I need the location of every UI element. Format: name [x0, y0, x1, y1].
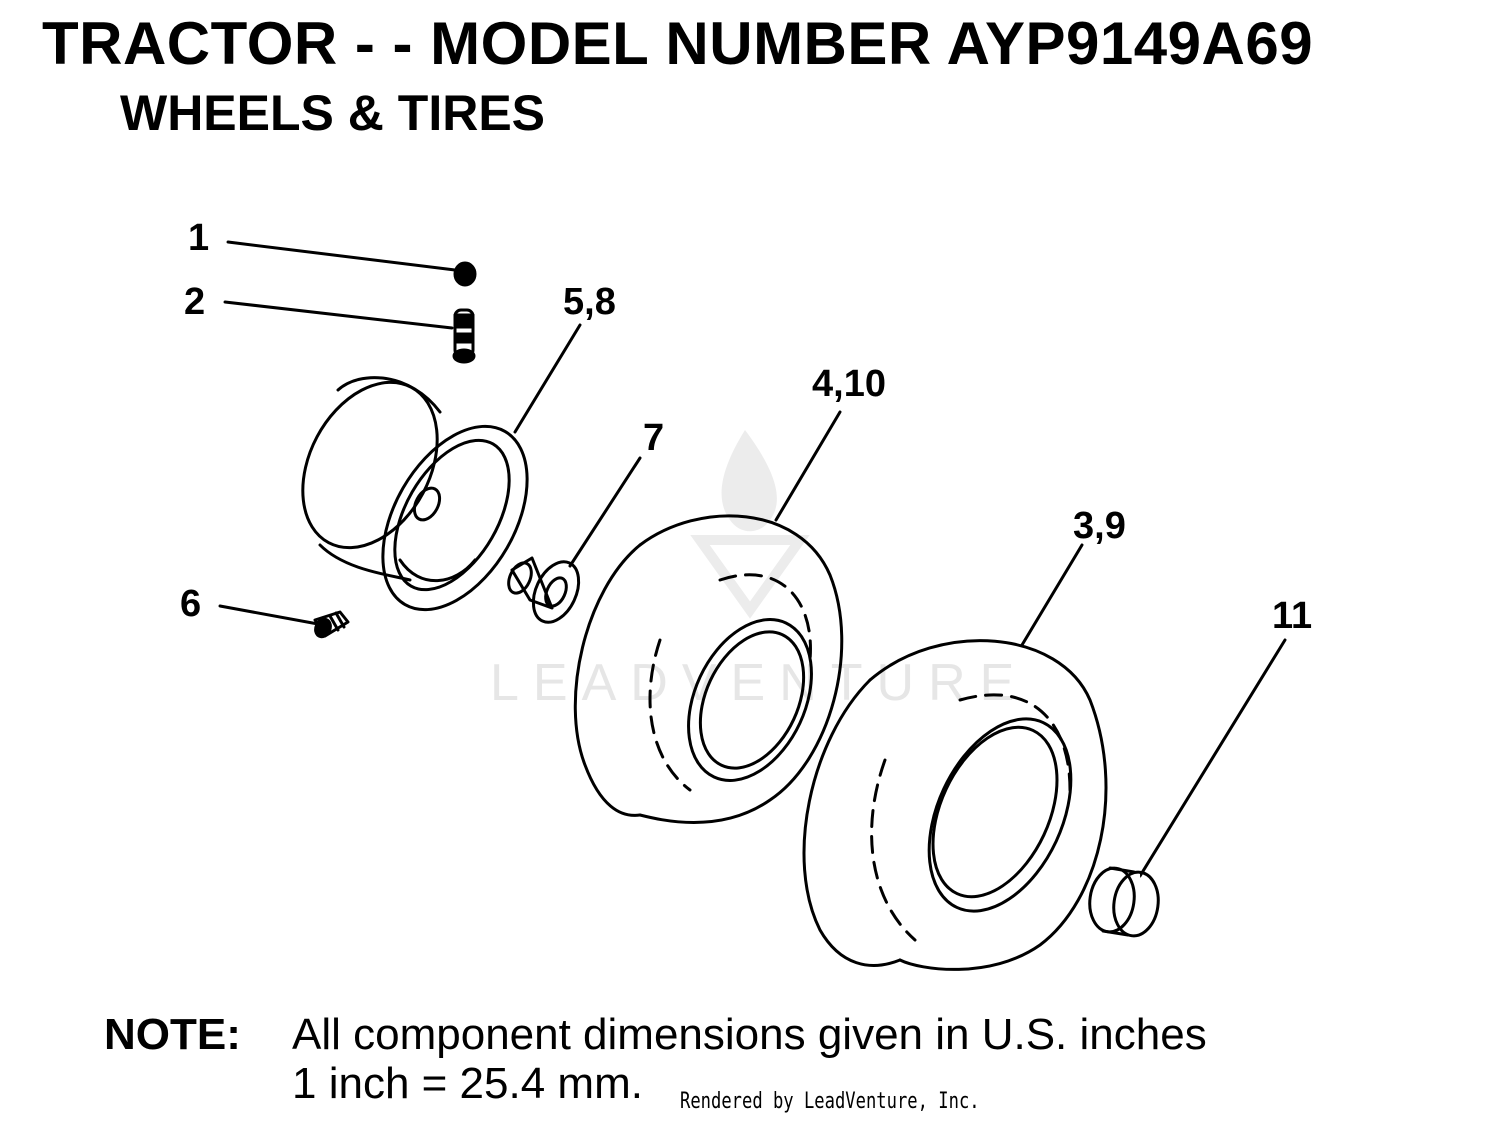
valve-stem-part: [452, 308, 476, 364]
callout-3-9: 3,9: [1073, 505, 1126, 547]
section-subtitle: WHEELS & TIRES: [120, 85, 546, 141]
callout-2: 2: [184, 281, 205, 323]
screw-part: [313, 610, 350, 639]
bushing-part: [507, 556, 581, 624]
watermark-text: LEADVENTURE: [490, 654, 1028, 712]
valve-cap-part: [453, 261, 477, 287]
watermark: LEADVENTURE: [490, 430, 1028, 712]
note-block: NOTE: All component dimensions given in U…: [104, 1010, 1207, 1109]
callout-7: 7: [643, 417, 664, 459]
callout-5-8: 5,8: [563, 281, 616, 323]
note-label: NOTE:: [104, 1010, 241, 1059]
sleeve-part: [1088, 866, 1160, 938]
front-tire-part: [573, 514, 844, 824]
leader-line-58: [513, 323, 582, 434]
callout-11: 11: [1272, 595, 1312, 637]
rendered-by-credit: Rendered by LeadVenture, Inc.: [680, 1089, 980, 1114]
leader-line-6: [218, 604, 320, 626]
leader-line-7: [568, 456, 642, 568]
watermark-flame-icon: [721, 430, 777, 532]
watermark-v-icon: [690, 535, 810, 619]
leader-line-410: [774, 410, 842, 522]
rear-tire-part: [802, 639, 1108, 971]
callout-4-10: 4,10: [812, 363, 886, 405]
leader-line-39: [1020, 543, 1084, 647]
leader-line-1: [226, 240, 457, 272]
wheel-rim-part: [301, 376, 529, 612]
leader-line-11: [1138, 638, 1287, 878]
note-line-2: 1 inch = 25.4 mm.: [292, 1059, 643, 1109]
note-line-1: All component dimensions given in U.S. i…: [292, 1010, 1207, 1059]
callout-6: 6: [180, 583, 201, 625]
callout-1: 1: [188, 217, 209, 259]
leader-line-2: [223, 300, 454, 330]
page-title: TRACTOR - - MODEL NUMBER AYP9149A69: [42, 10, 1314, 77]
